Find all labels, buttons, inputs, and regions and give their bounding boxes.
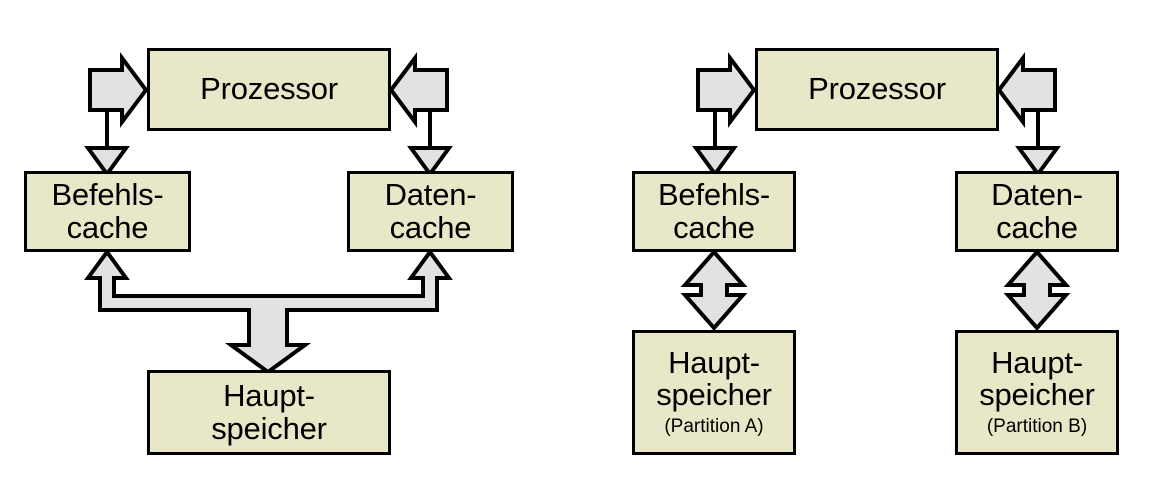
arrow-processor-instruction-cache-right bbox=[692, 52, 757, 178]
left-processor-box[interactable]: Prozessor bbox=[147, 48, 391, 131]
right-main-memory-a-partition-label: (Partition A) bbox=[664, 415, 764, 437]
right-instruction-cache-label-line2: cache bbox=[673, 209, 755, 245]
left-instruction-cache-label-line2: cache bbox=[66, 209, 149, 245]
right-main-memory-b-label-line2: speicher bbox=[979, 377, 1095, 413]
right-main-memory-b-box[interactable]: Haupt- speicher (Partition B) bbox=[955, 330, 1119, 455]
right-main-memory-b-label-line1: Haupt- bbox=[991, 344, 1083, 380]
arrow-data-cache-memory-b bbox=[1003, 248, 1071, 332]
arrow-caches-main-memory-bus bbox=[84, 248, 453, 375]
right-main-memory-a-label-line1: Haupt- bbox=[668, 344, 760, 380]
right-main-memory-a-box[interactable]: Haupt- speicher (Partition A) bbox=[632, 330, 796, 455]
arrow-processor-instruction-cache-left bbox=[84, 52, 149, 178]
left-data-cache-label-line2: cache bbox=[389, 209, 472, 245]
right-data-cache-box[interactable]: Daten- cache bbox=[955, 171, 1119, 252]
right-data-cache-label-line2: cache bbox=[996, 209, 1078, 245]
left-instruction-cache-label-line1: Befehls- bbox=[51, 176, 164, 212]
left-main-memory-label-line1: Haupt- bbox=[223, 377, 315, 413]
left-data-cache-box[interactable]: Daten- cache bbox=[347, 171, 514, 252]
left-main-memory-box[interactable]: Haupt- speicher bbox=[147, 370, 391, 455]
arrow-instruction-cache-memory-a bbox=[680, 248, 748, 332]
left-data-cache-label-line1: Daten- bbox=[384, 176, 477, 212]
right-processor-label: Prozessor bbox=[808, 71, 946, 107]
right-instruction-cache-label-line1: Befehls- bbox=[657, 176, 771, 212]
arrow-processor-data-cache-left bbox=[388, 52, 453, 178]
right-processor-box[interactable]: Prozessor bbox=[755, 48, 999, 131]
left-processor-label: Prozessor bbox=[200, 71, 338, 107]
right-data-cache-label-line1: Daten- bbox=[991, 176, 1083, 212]
right-main-memory-b-partition-label: (Partition B) bbox=[986, 415, 1088, 437]
left-main-memory-label-line2: speicher bbox=[211, 410, 327, 446]
left-instruction-cache-box[interactable]: Befehls- cache bbox=[24, 171, 191, 252]
arrow-processor-data-cache-right bbox=[996, 52, 1061, 178]
right-instruction-cache-box[interactable]: Befehls- cache bbox=[632, 171, 796, 252]
right-main-memory-a-label-line2: speicher bbox=[656, 377, 772, 413]
